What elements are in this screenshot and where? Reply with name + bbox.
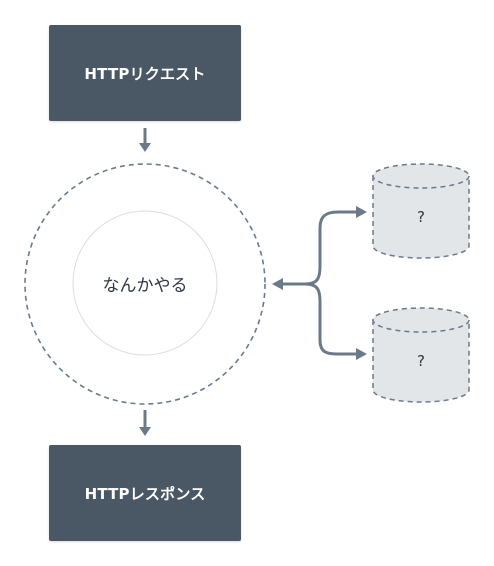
arrow-process-to-response-icon xyxy=(139,410,151,436)
process-outer-dashed-circle xyxy=(24,163,266,405)
http-request-label: HTTPリクエスト xyxy=(84,64,206,83)
http-response-label: HTTPレスポンス xyxy=(84,484,206,503)
arrowhead-left-icon xyxy=(272,278,283,290)
datastore-top-label-container: ? xyxy=(373,197,469,237)
datastore-top-label: ? xyxy=(417,208,425,226)
http-response-box: HTTPレスポンス xyxy=(49,445,241,541)
arrow-request-to-process-icon xyxy=(139,128,151,152)
arrowhead-right-bottom-icon xyxy=(356,348,367,360)
process-inner-circle xyxy=(72,210,218,356)
process-label-container: なんかやる xyxy=(73,211,217,355)
datastore-top-cylinder-icon xyxy=(372,163,470,259)
datastore-bottom-label-container: ? xyxy=(373,341,469,381)
datastore-connector-arrows-icon xyxy=(280,210,358,356)
process-label: なんかやる xyxy=(102,275,188,296)
datastore-bottom-label: ? xyxy=(417,352,425,370)
datastore-bottom-cylinder-icon xyxy=(372,307,470,403)
http-request-box: HTTPリクエスト xyxy=(49,25,241,121)
arrowhead-right-top-icon xyxy=(356,206,367,218)
